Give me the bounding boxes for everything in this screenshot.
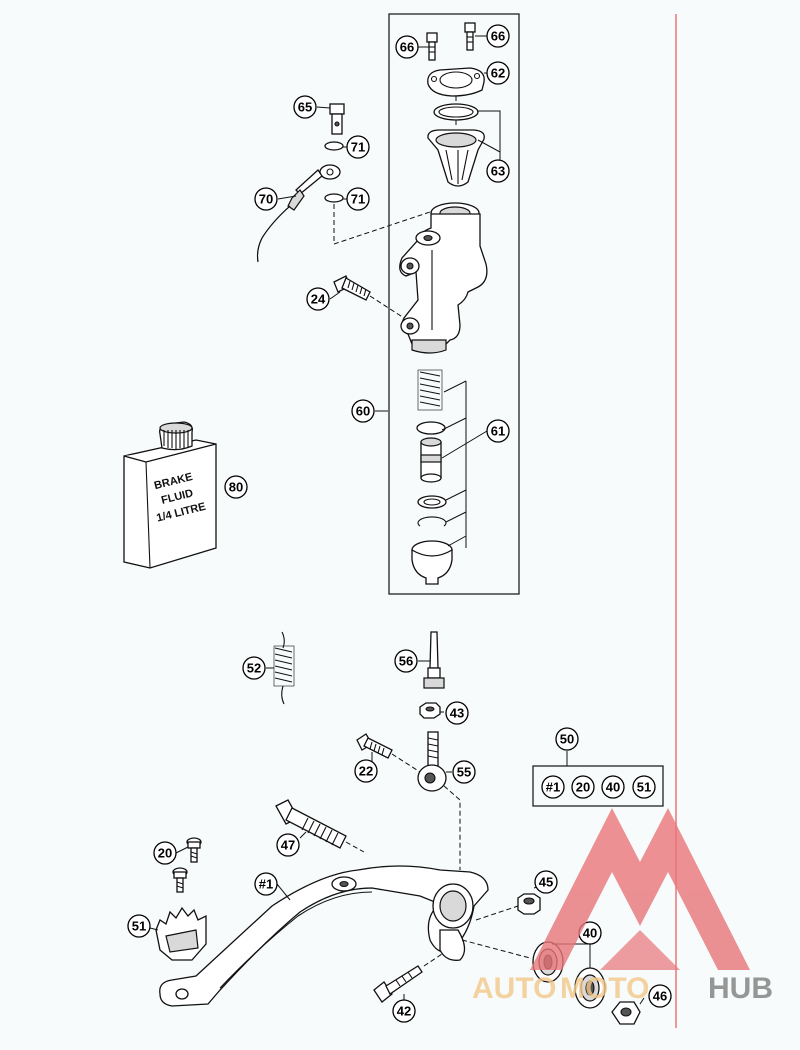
pushrod-56 <box>418 631 445 689</box>
piston-washer <box>417 495 447 509</box>
dust-boot <box>411 540 453 585</box>
screw-20-upper <box>186 837 202 863</box>
svg-text:70: 70 <box>259 192 273 207</box>
callout-70: 70 <box>254 187 278 211</box>
piston-spring <box>417 369 443 411</box>
master-cylinder-assembly <box>375 22 501 585</box>
reservoir-seal-63 <box>433 103 479 121</box>
kit-item-1: #1 <box>541 775 565 799</box>
callout-24: 24 <box>306 287 330 311</box>
clevis-55 <box>417 731 461 870</box>
nut-45 <box>475 885 541 921</box>
kit-item-40: 40 <box>601 775 625 799</box>
kit-item-20: 20 <box>571 775 595 799</box>
callout-group: 66 66 62 63 65 71 70 71 24 60 61 80 52 5… <box>127 24 672 1023</box>
svg-text:42: 42 <box>397 1004 411 1019</box>
circlip <box>417 516 447 527</box>
master-cylinder-body <box>399 202 488 354</box>
master-cylinder-kit-frame <box>388 13 520 595</box>
svg-text:24: 24 <box>311 292 326 307</box>
svg-text:45: 45 <box>539 875 553 890</box>
callout-66-right: 66 <box>486 24 510 48</box>
svg-text:#1: #1 <box>259 877 273 892</box>
svg-text:56: 56 <box>399 654 413 669</box>
callout-52: 52 <box>242 656 266 680</box>
banjo-bolt-65 <box>316 103 345 135</box>
callout-pedal-1: #1 <box>254 872 278 896</box>
watermark-logo: AUTO MOTO HUB <box>472 808 773 1005</box>
svg-text:66: 66 <box>491 29 505 44</box>
cap-screw-66-right <box>464 22 476 51</box>
callout-66-left: 66 <box>395 35 419 59</box>
svg-text:62: 62 <box>491 66 505 81</box>
callout-62: 62 <box>486 61 510 85</box>
watermark-text-auto: AUTO <box>472 972 556 1005</box>
callout-63: 63 <box>486 159 510 183</box>
svg-text:63: 63 <box>491 164 505 179</box>
bolt-22 <box>356 733 421 773</box>
piston-o-ring <box>416 421 446 435</box>
callout-71-bottom: 71 <box>346 187 370 211</box>
callout-51: 51 <box>127 914 151 938</box>
reservoir-63 <box>427 129 485 187</box>
svg-text:50: 50 <box>560 732 574 747</box>
watermark-text-hub: HUB <box>708 972 773 1005</box>
callout-80: 80 <box>224 475 248 499</box>
svg-text:51: 51 <box>637 780 651 795</box>
callout-71-top: 71 <box>346 135 370 159</box>
svg-text:51: 51 <box>132 919 146 934</box>
callout-56: 56 <box>394 649 418 673</box>
return-spring-52 <box>266 631 295 705</box>
callout-60: 60 <box>351 399 375 423</box>
callout-45: 45 <box>534 870 558 894</box>
svg-text:55: 55 <box>457 765 471 780</box>
screw-20-lower <box>172 846 189 893</box>
svg-text:66: 66 <box>400 40 414 55</box>
svg-text:65: 65 <box>298 100 312 115</box>
svg-text:60: 60 <box>356 404 370 419</box>
bolt-42 <box>373 953 443 1003</box>
svg-text:61: 61 <box>491 424 505 439</box>
callout-47: 47 <box>276 833 300 857</box>
brake-hose-70 <box>256 164 341 263</box>
nut-46 <box>611 997 645 1025</box>
kit-50-box <box>532 751 664 807</box>
svg-text:40: 40 <box>606 780 620 795</box>
watermark-text-moto: MOTO <box>560 972 649 1005</box>
svg-text:#1: #1 <box>546 780 560 795</box>
callout-43: 43 <box>445 701 469 725</box>
svg-text:71: 71 <box>351 140 365 155</box>
bearing-40-lower <box>574 967 606 1009</box>
callout-46: 46 <box>648 984 672 1008</box>
callout-65: 65 <box>293 95 317 119</box>
pushrod-screw-24 <box>329 275 405 319</box>
svg-text:22: 22 <box>359 764 373 779</box>
callout-55: 55 <box>452 760 476 784</box>
brake-pedal <box>159 865 489 1007</box>
brake-step-51 <box>149 906 207 961</box>
pivot-bolt-47 <box>275 799 365 853</box>
reservoir-cover-62 <box>427 67 485 97</box>
callout-20: 20 <box>153 841 177 865</box>
svg-text:71: 71 <box>351 192 365 207</box>
callout-22: 22 <box>354 759 378 783</box>
svg-text:52: 52 <box>247 661 261 676</box>
svg-text:80: 80 <box>229 480 243 495</box>
svg-text:40: 40 <box>583 926 597 941</box>
svg-text:20: 20 <box>576 780 590 795</box>
sealing-washer-71-bottom <box>324 193 344 203</box>
piston-61 <box>420 437 442 483</box>
svg-text:43: 43 <box>450 706 464 721</box>
kit-item-51: 51 <box>632 775 656 799</box>
svg-text:20: 20 <box>158 846 172 861</box>
svg-text:46: 46 <box>653 989 667 1004</box>
callout-61: 61 <box>486 419 510 443</box>
callout-50: 50 <box>555 727 579 751</box>
nut-43 <box>419 702 444 719</box>
callout-42: 42 <box>392 999 416 1023</box>
sealing-washer-71-top <box>324 141 344 151</box>
brake-fluid-bottle-80: BRAKE FLUID 1/4 LITRE <box>123 421 217 569</box>
svg-text:47: 47 <box>281 838 295 853</box>
